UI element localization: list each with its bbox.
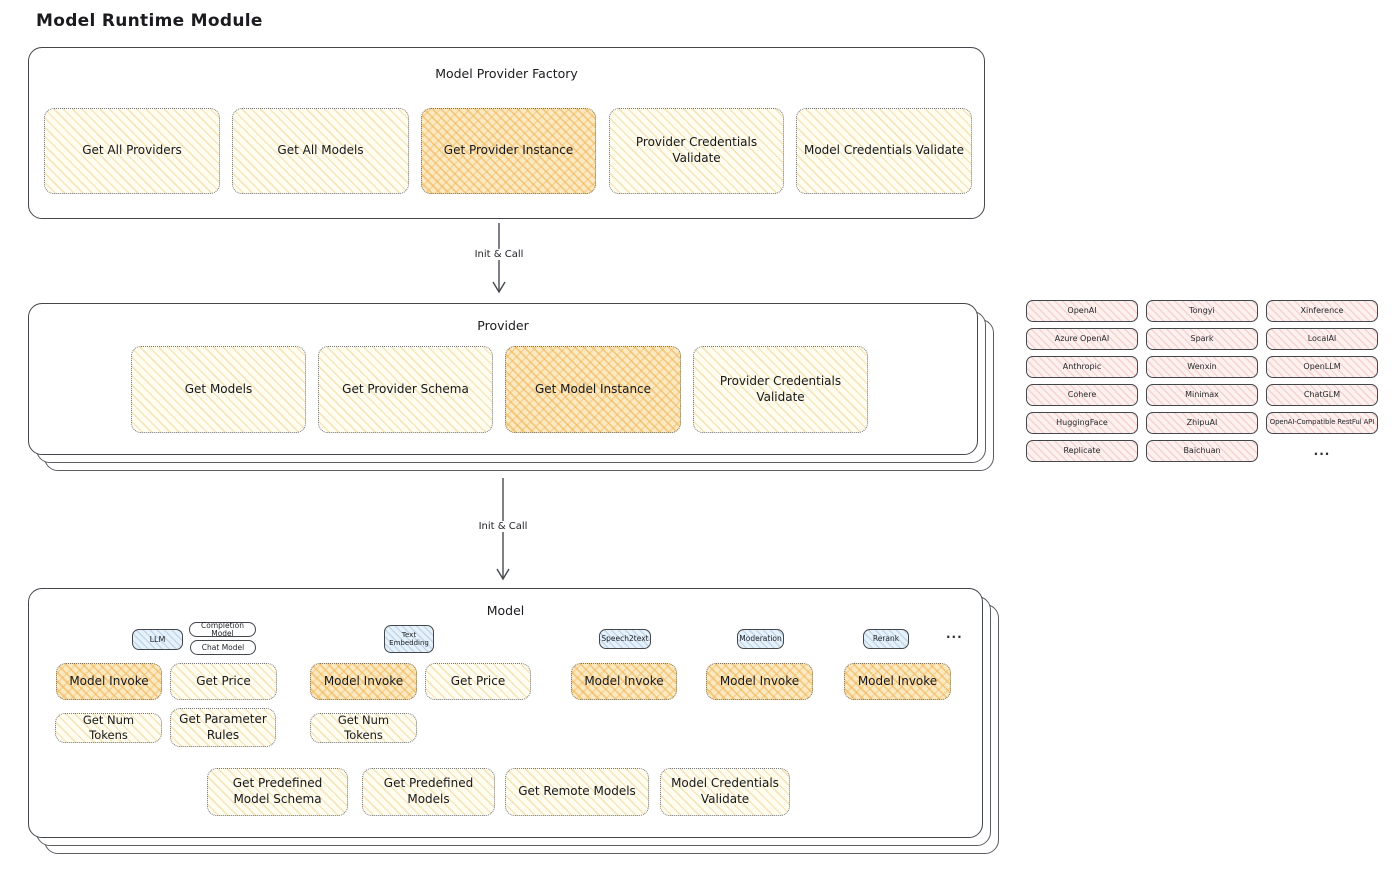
model-tags-more-ellipsis: ... <box>946 627 963 641</box>
provider-chip-cohere: Cohere <box>1026 384 1138 406</box>
tag-llm: LLM <box>132 629 183 650</box>
op-get-models: Get Models <box>131 346 306 433</box>
provider-chip-openllm: OpenLLM <box>1266 356 1378 378</box>
provider-box: Provider Get Models Get Provider Schema … <box>28 303 978 455</box>
op-get-predefined-models: Get Predefined Models <box>362 768 495 816</box>
op-get-model-instance: Get Model Instance <box>505 346 681 433</box>
tag-speech2text: Speech2text <box>599 629 651 649</box>
provider-chip-azure-openai: Azure OpenAI <box>1026 328 1138 350</box>
op-get-all-models: Get All Models <box>232 108 409 194</box>
op-model-credentials-validate-model: Model Credentials Validate <box>660 768 790 816</box>
tag-completion-model: Completion Model <box>189 622 256 637</box>
page-title: Model Runtime Module <box>36 11 263 31</box>
op-get-remote-models: Get Remote Models <box>505 768 649 816</box>
provider-chip-xinference: Xinference <box>1266 300 1378 322</box>
init-call-label-1: Init & Call <box>470 249 528 260</box>
op-get-num-tokens-llm: Get Num Tokens <box>55 713 162 743</box>
op-model-invoke-speech2text: Model Invoke <box>571 663 677 700</box>
op-model-invoke-llm: Model Invoke <box>56 663 162 700</box>
provider-chip-minimax: Minimax <box>1146 384 1258 406</box>
providers-more-ellipsis: ... <box>1313 444 1331 458</box>
op-model-invoke-text-embedding: Model Invoke <box>310 663 417 700</box>
op-get-predefined-model-schema: Get Predefined Model Schema <box>207 768 348 816</box>
providers-grid: OpenAI Tongyi Xinference Azure OpenAI Sp… <box>1026 300 1378 462</box>
op-get-parameter-rules: Get Parameter Rules <box>170 708 276 747</box>
op-get-provider-schema: Get Provider Schema <box>318 346 493 433</box>
provider-chip-openai-compatible-restful-api: OpenAI-Compatible RestFul API <box>1266 412 1378 434</box>
tag-text-embedding: Text Embedding <box>384 625 434 653</box>
model-provider-factory-box: Model Provider Factory Get All Providers… <box>28 47 985 219</box>
op-provider-credentials-validate: Provider Credentials Validate <box>609 108 784 194</box>
provider-chip-wenxin: Wenxin <box>1146 356 1258 378</box>
model-title: Model <box>486 603 525 618</box>
provider-chip-chatglm: ChatGLM <box>1266 384 1378 406</box>
tag-chat-model: Chat Model <box>190 640 256 655</box>
model-box: Model LLM Completion Model Chat Model Te… <box>28 588 983 838</box>
provider-chip-baichuan: Baichuan <box>1146 440 1258 462</box>
provider-chip-zhipuai: ZhipuAI <box>1146 412 1258 434</box>
provider-chip-huggingface: HuggingFace <box>1026 412 1138 434</box>
op-get-num-tokens-text-embedding: Get Num Tokens <box>310 713 417 743</box>
op-model-credentials-validate: Model Credentials Validate <box>796 108 972 194</box>
provider-chip-tongyi: Tongyi <box>1146 300 1258 322</box>
op-model-invoke-rerank: Model Invoke <box>844 663 951 700</box>
op-get-all-providers: Get All Providers <box>44 108 220 194</box>
provider-chip-spark: Spark <box>1146 328 1258 350</box>
tag-moderation: Moderation <box>737 629 784 649</box>
op-get-price-llm: Get Price <box>170 663 277 700</box>
op-get-price-text-embedding: Get Price <box>425 663 531 700</box>
factory-title: Model Provider Factory <box>435 66 578 81</box>
init-call-label-2: Init & Call <box>474 521 532 532</box>
provider-chip-localai: LocalAI <box>1266 328 1378 350</box>
provider-chip-anthropic: Anthropic <box>1026 356 1138 378</box>
op-provider-credentials-validate-2: Provider Credentials Validate <box>693 346 868 433</box>
op-model-invoke-moderation: Model Invoke <box>706 663 813 700</box>
provider-title: Provider <box>477 318 529 333</box>
op-get-provider-instance: Get Provider Instance <box>421 108 596 194</box>
provider-chip-replicate: Replicate <box>1026 440 1138 462</box>
provider-chip-openai: OpenAI <box>1026 300 1138 322</box>
tag-rerank: Rerank <box>863 629 909 649</box>
